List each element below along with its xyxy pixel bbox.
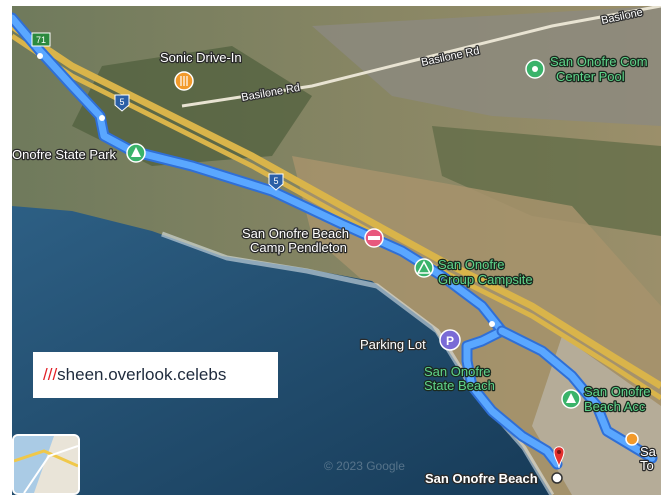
poi-label: Sa (640, 444, 657, 459)
poi-label: Camp Pendleton (250, 240, 347, 255)
poi-label: Parking Lot (360, 337, 426, 352)
surf-line (161, 231, 555, 495)
destination-dot-icon (551, 472, 563, 484)
poi-label: Group Campsite (438, 272, 533, 287)
destination-label: San Onofre Beach (425, 471, 538, 486)
poi-label: San Onofre (438, 257, 505, 272)
route-shield-5: 5 (114, 94, 130, 112)
poi-label: San Onofre (584, 384, 651, 399)
route (12, 12, 658, 470)
poi-label: State Beach (424, 378, 495, 393)
map-thumbnail-icon (14, 436, 78, 493)
residential-area (312, 6, 661, 126)
poi-label: San Onofre Com (550, 54, 648, 69)
road-basilone (181, 6, 661, 108)
poi-cutoff-right[interactable]: Sa To (625, 432, 658, 474)
map-pin-icon (553, 446, 565, 469)
ocean (12, 206, 552, 495)
what3words-address-box: ///sheen.overlook.celebs (33, 352, 278, 398)
poi-label: San Onofre (424, 364, 491, 379)
poi-label: Sonic Drive-In (160, 50, 242, 65)
route-shield-5: 5 (268, 173, 284, 191)
parking-icon (439, 329, 461, 351)
poi-label: Beach Acc (584, 399, 646, 414)
vegetation (432, 126, 661, 236)
copyright-watermark: © 2023 Google (324, 459, 405, 473)
map-layer-thumbnail[interactable] (12, 434, 80, 495)
svg-text:P: P (446, 334, 454, 348)
poi-label: Center Pool (556, 69, 625, 84)
poi-san-onofre-group-campsite[interactable]: San Onofre Group Campsite (414, 256, 534, 288)
poi-onofre-state-park[interactable]: Onofre State Park (12, 143, 146, 163)
what3words-slashes: /// (43, 365, 58, 384)
shield-5-label: 5 (119, 97, 124, 107)
poi-san-onofre-state-beach[interactable]: San Onofre State Beach (423, 363, 496, 395)
route-shield-71: 71 (31, 32, 51, 47)
what3words-address: sheen.overlook.celebs (57, 365, 227, 384)
poi-san-onofre-beach-camp-pendleton[interactable]: San Onofre Beach Camp Pendleton (241, 225, 384, 256)
shield-71-label: 71 (36, 35, 46, 45)
destination-marker[interactable]: San Onofre Beach (424, 446, 565, 487)
vegetation (72, 46, 312, 166)
poi-label: To (640, 458, 654, 473)
poi-label: San Onofre Beach (242, 226, 349, 241)
poi-label: Onofre State Park (12, 147, 117, 162)
poi-san-onofre-center-pool[interactable]: San Onofre Com Center Pool (525, 53, 649, 85)
satellite-map[interactable]: 71 5 5 Basilone Rd Basilone Rd Basilone … (12, 6, 661, 495)
highway-i5 (12, 23, 661, 389)
poi-san-onofre-beach-access[interactable]: San Onofre Beach Acc (561, 383, 652, 415)
pin-icon (625, 432, 639, 446)
highway-i5 (12, 33, 661, 401)
poi-sonic-drive-in[interactable]: Sonic Drive-In (159, 49, 243, 91)
shield-5-label: 5 (273, 176, 278, 186)
poi-parking-lot[interactable]: Parking Lot P (359, 329, 461, 353)
